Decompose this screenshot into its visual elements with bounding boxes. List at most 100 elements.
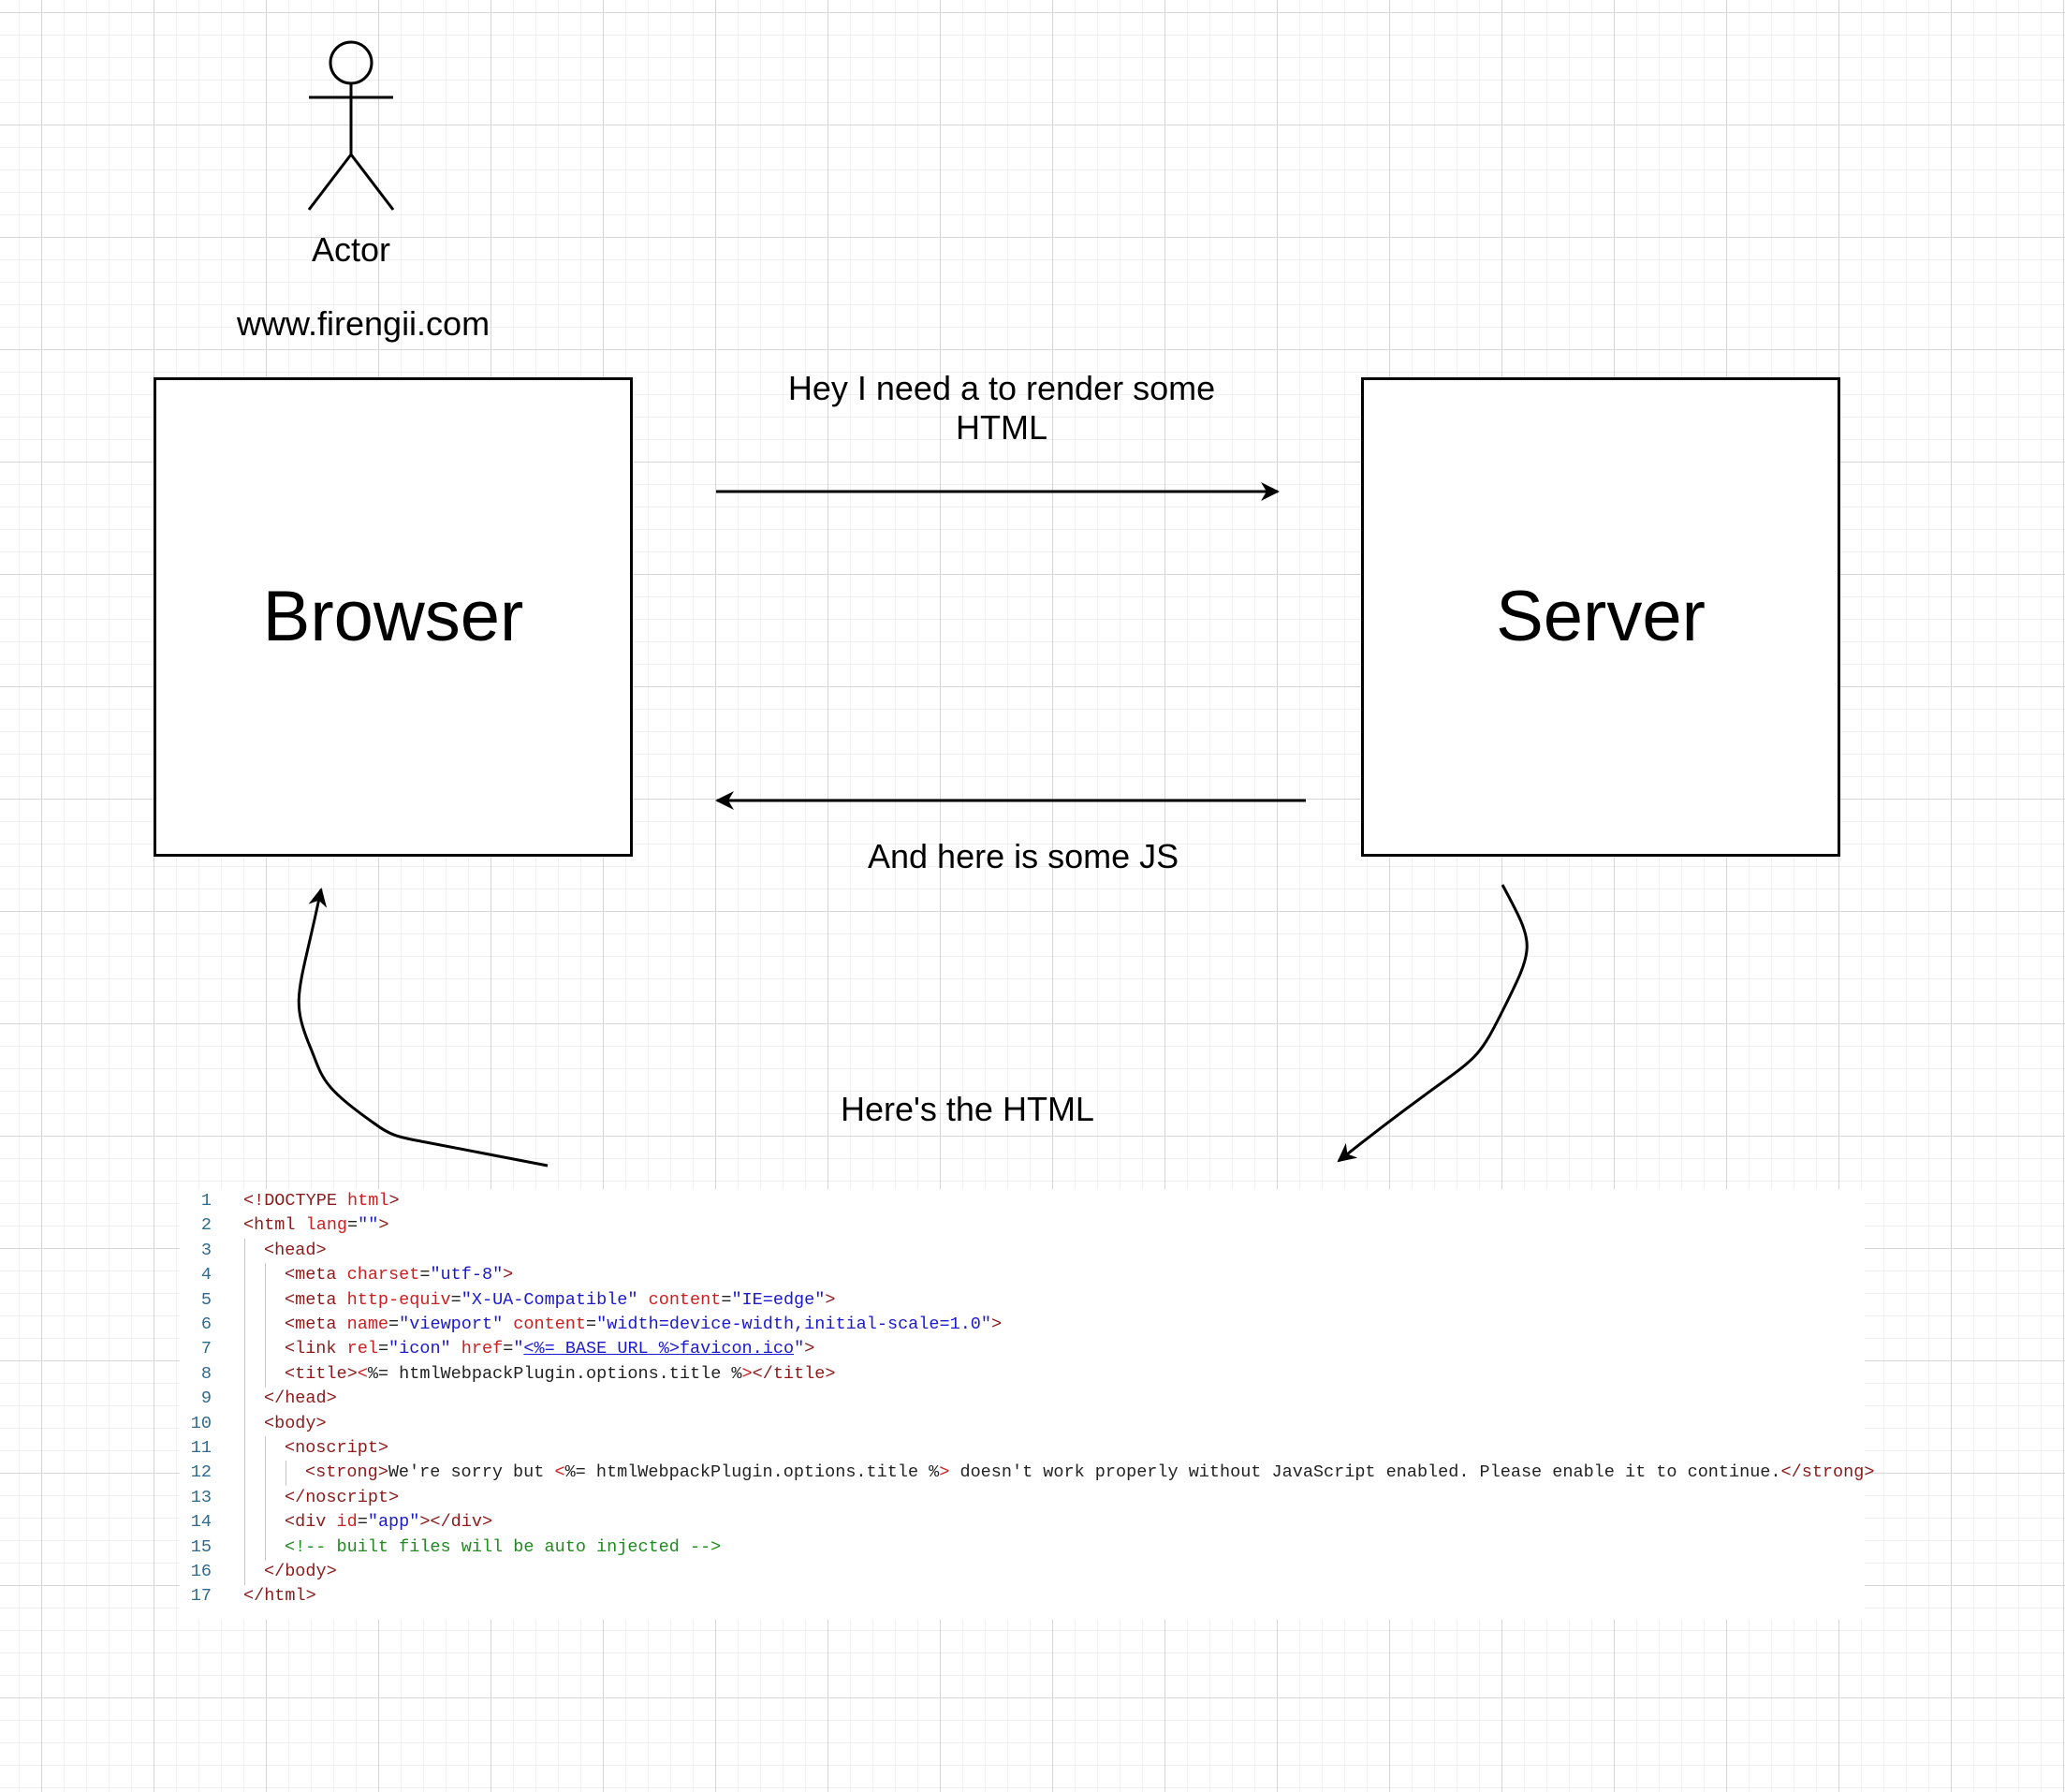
code-line: 15 <!-- built files will be auto injected…	[180, 1535, 1865, 1561]
actor-caption: www.firengii.com	[237, 304, 491, 343]
code-token: content	[648, 1289, 722, 1310]
indent-guide	[265, 1485, 266, 1511]
code-token: "	[794, 1339, 805, 1359]
indent-guide	[265, 1510, 266, 1536]
code-token: <meta	[285, 1265, 347, 1285]
html-label: Here's the HTML	[841, 1090, 1094, 1128]
code-token	[451, 1339, 461, 1359]
line-number: 14	[190, 1512, 212, 1533]
code-link[interactable]: <%= BASE_URL %>favicon.ico	[523, 1339, 795, 1359]
code-text: <link rel="icon" href="<%= BASE_URL %>fa…	[285, 1337, 814, 1361]
server-to-html-arrow[interactable]	[1337, 884, 1529, 1163]
indent-guide	[265, 1313, 266, 1338]
line-number: 16	[190, 1562, 212, 1581]
code-token: >	[825, 1289, 836, 1310]
code-token: "icon"	[388, 1339, 451, 1359]
line-number: 7	[200, 1339, 212, 1359]
code-line: 17 </html>	[180, 1584, 1865, 1608]
code-token: "app"	[367, 1512, 420, 1533]
code-line: 9</head>	[180, 1387, 1865, 1413]
html-to-browser-arrow[interactable]	[297, 888, 549, 1168]
indent-guide	[244, 1238, 245, 1264]
code-token: </body>	[264, 1562, 337, 1581]
indent-guide	[244, 1287, 245, 1314]
code-text: </head>	[264, 1387, 337, 1411]
code-token: charset	[346, 1265, 420, 1285]
line-number: 13	[190, 1487, 212, 1507]
line-number: 10	[190, 1413, 212, 1433]
indent-guide	[265, 1337, 266, 1363]
code-token: =	[388, 1315, 400, 1334]
line-number: 17	[190, 1586, 212, 1607]
code-token: "IE=edge"	[731, 1289, 826, 1310]
indent-guide	[244, 1510, 245, 1536]
code-line: 2<html lang="">	[180, 1213, 1865, 1238]
code-token: id	[336, 1512, 358, 1533]
code-text: <noscript>	[285, 1436, 388, 1461]
code-token: href	[461, 1339, 504, 1359]
code-token: </html>	[243, 1586, 316, 1607]
code-token: <	[554, 1462, 565, 1483]
code-token: <body>	[264, 1413, 327, 1433]
line-number: 15	[190, 1536, 212, 1557]
code-token: <!-- built files will be auto injected -…	[285, 1536, 722, 1557]
code-token: ""	[358, 1215, 379, 1236]
line-number: 11	[190, 1438, 212, 1458]
response-label: And here is some JS	[868, 837, 1179, 875]
code-token: <html	[243, 1215, 306, 1236]
indent-guide	[265, 1535, 266, 1561]
code-text: <!-- built files will be auto injected -…	[285, 1535, 721, 1560]
indent-guide	[244, 1485, 245, 1511]
code-token: We're sorry but	[388, 1462, 555, 1483]
actor-left-leg	[307, 154, 353, 211]
code-text: </noscript>	[285, 1486, 399, 1510]
code-text: <div id="app"></div>	[285, 1510, 492, 1535]
indent-guide	[244, 1361, 245, 1388]
code-token: >	[378, 1215, 389, 1236]
line-number: 5	[200, 1289, 212, 1310]
code-token: http-equiv	[346, 1289, 451, 1310]
code-token: lang	[305, 1215, 348, 1236]
code-token: =	[586, 1315, 597, 1334]
code-token: =	[721, 1289, 732, 1310]
code-editor: 1<!DOCTYPE html>2<html lang="">3<head>4<…	[180, 1189, 1874, 1620]
browser-node-label: Browser	[262, 577, 524, 656]
browser-node[interactable]: Browser	[154, 377, 633, 857]
actor-figure[interactable]	[307, 40, 395, 211]
code-token: <noscript>	[285, 1438, 389, 1458]
indent-guide	[265, 1263, 266, 1289]
indent-guide	[244, 1263, 245, 1289]
code-token: "viewport"	[399, 1315, 504, 1334]
code-line: 10 <body>	[180, 1411, 1865, 1437]
code-token	[503, 1315, 513, 1334]
code-token: =	[503, 1339, 514, 1359]
code-line: 13 </noscript>	[180, 1485, 1865, 1511]
server-node-label: Server	[1496, 577, 1706, 656]
code-token: %= htmlWebpackPlugin.options.title %	[564, 1462, 940, 1483]
code-text: <meta charset="utf-8">	[285, 1263, 513, 1287]
code-token: >	[939, 1462, 950, 1483]
code-token: >	[503, 1265, 514, 1285]
code-token: =	[450, 1289, 461, 1310]
code-text: <strong>We're sorry but <%= htmlWebpackP…	[305, 1461, 1874, 1485]
code-token: <head>	[264, 1240, 327, 1260]
code-token: <	[357, 1363, 368, 1384]
code-line: 7<link rel="icon" href="<%= BASE_URL %>f…	[180, 1337, 1865, 1363]
server-node[interactable]: Server	[1361, 377, 1840, 857]
code-token: "utf-8"	[430, 1265, 504, 1285]
code-line: 5<meta http-equiv="X-UA-Compatible" cont…	[180, 1287, 1865, 1314]
code-line: 12<strong>We're sorry but <%= htmlWebpac…	[180, 1461, 1874, 1487]
code-token: =	[347, 1215, 359, 1236]
indent-guide	[265, 1361, 266, 1388]
code-token: </noscript>	[285, 1487, 400, 1507]
code-token: rel	[346, 1339, 378, 1359]
indent-guide	[244, 1337, 245, 1363]
request-label: Hey I need a to render some HTML	[787, 369, 1216, 447]
code-token: doesn't work properly without JavaScript…	[949, 1462, 1781, 1483]
code-text: <head>	[264, 1239, 327, 1263]
code-line: 3<head>	[180, 1238, 1865, 1264]
code-token: content	[513, 1315, 587, 1334]
indent-guide	[244, 1411, 245, 1437]
code-token: %= htmlWebpackPlugin.options.title %	[367, 1363, 742, 1384]
